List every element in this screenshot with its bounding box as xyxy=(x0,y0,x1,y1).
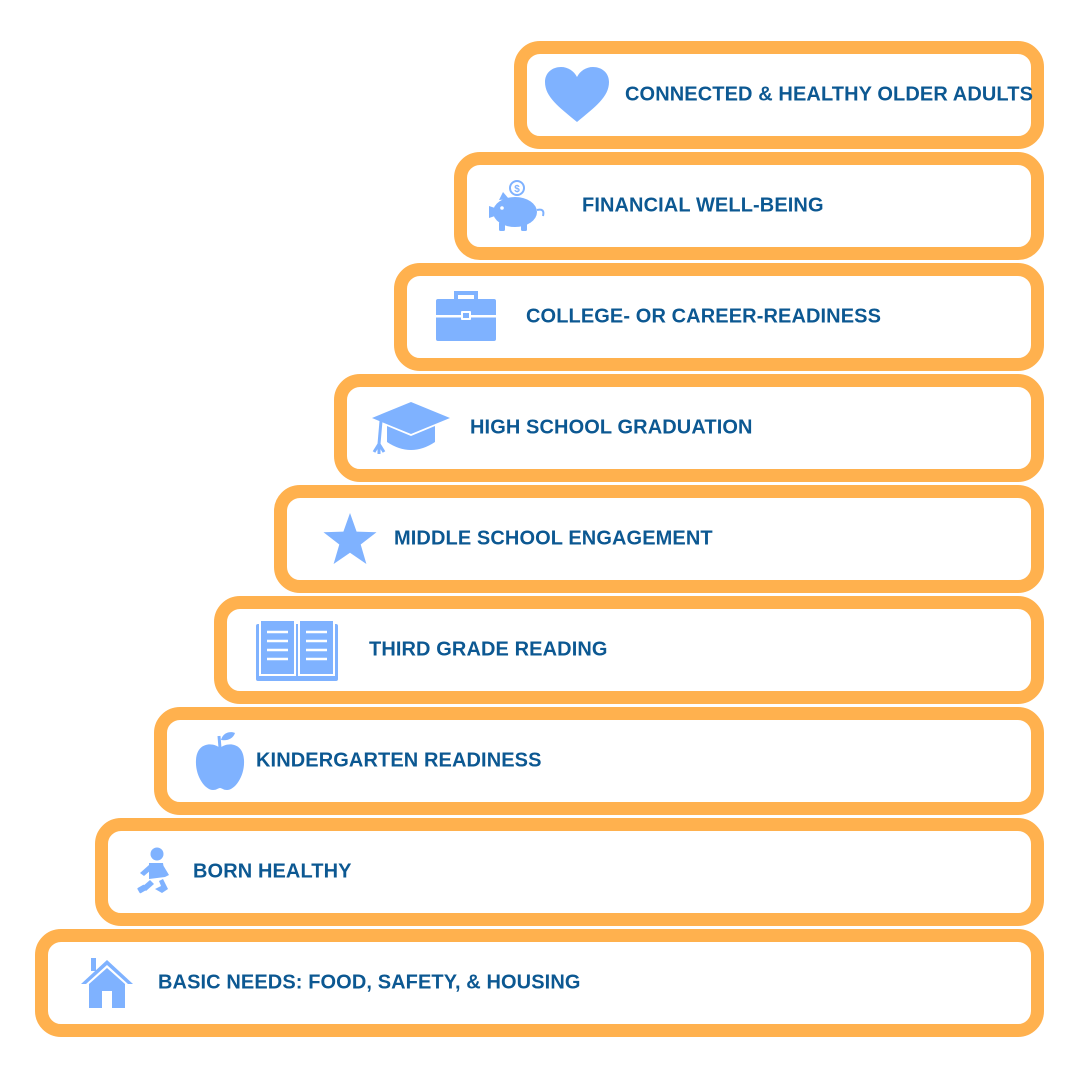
step-label: HIGH SCHOOL GRADUATION xyxy=(470,416,753,439)
house-icon xyxy=(79,957,135,1009)
step-label: CONNECTED & HEALTHY OLDER ADULTS xyxy=(625,83,1034,106)
step-third-grade-reading: THIRD GRADE READING xyxy=(214,596,1044,704)
step-label: BORN HEALTHY xyxy=(193,860,352,883)
step-born-healthy: BORN HEALTHY xyxy=(95,818,1044,926)
step-label: THIRD GRADE READING xyxy=(369,638,608,661)
briefcase-icon xyxy=(435,291,497,343)
step-basic-needs: BASIC NEEDS: FOOD, SAFETY, & HOUSING xyxy=(35,929,1044,1037)
graduation-cap-icon xyxy=(371,400,451,456)
apple-icon xyxy=(193,730,247,792)
step-kindergarten-readiness: KINDERGARTEN READINESS xyxy=(154,707,1044,815)
step-label: KINDERGARTEN READINESS xyxy=(256,749,542,772)
piggy-bank-icon: $ xyxy=(487,180,547,232)
open-book-icon xyxy=(255,618,339,682)
step-label: COLLEGE- OR CAREER-READINESS xyxy=(526,305,882,328)
step-college-career-readiness: COLLEGE- OR CAREER-READINESS xyxy=(394,263,1044,371)
step-connected-healthy-older-adults: CONNECTED & HEALTHY OLDER ADULTS xyxy=(514,41,1044,149)
baby-icon xyxy=(135,847,173,897)
coin-symbol: $ xyxy=(514,184,520,195)
step-label: BASIC NEEDS: FOOD, SAFETY, & HOUSING xyxy=(158,971,581,994)
step-financial-well-being: $ FINANCIAL WELL-BEING xyxy=(454,152,1044,260)
step-label: MIDDLE SCHOOL ENGAGEMENT xyxy=(394,527,713,550)
heart-icon xyxy=(545,67,609,123)
step-middle-school-engagement: MIDDLE SCHOOL ENGAGEMENT xyxy=(274,485,1044,593)
step-label: FINANCIAL WELL-BEING xyxy=(582,194,824,217)
star-icon xyxy=(322,512,378,566)
step-high-school-graduation: HIGH SCHOOL GRADUATION xyxy=(334,374,1044,482)
